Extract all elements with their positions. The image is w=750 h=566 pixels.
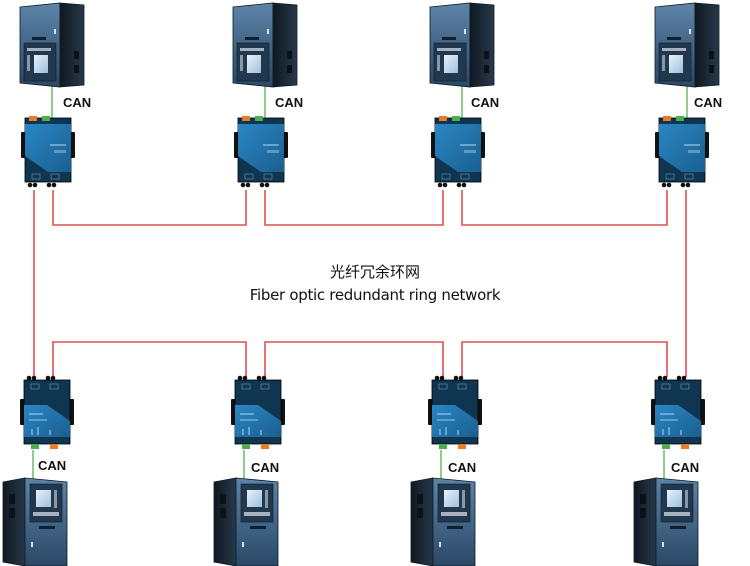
control-cabinet [213,477,279,566]
can-fiber-gateway [20,115,76,188]
control-cabinet [19,2,85,88]
fiber-link-top-3-4 [461,190,668,226]
fiber-link-bottom-1-2 [52,341,247,377]
can-label-bottom-2: CAN [251,460,280,475]
can-fiber-gateway [19,375,75,450]
can-wires [32,86,688,484]
fiber-link-bottom-2-3 [264,341,444,377]
can-fiber-gateway [230,375,286,450]
can-fiber-gateway [430,115,486,188]
can-label-top-2: CAN [275,95,304,110]
fiber-link-bottom-3-4 [461,341,668,377]
can-fiber-gateway [650,375,706,450]
control-cabinet [633,477,699,566]
can-label-bottom-3: CAN [448,460,477,475]
can-label-bottom-4: CAN [671,460,700,475]
can-fiber-gateway [654,115,710,188]
diagram-title-chinese: 光纤冗余环网 [329,263,420,281]
can-label-bottom-1: CAN [38,458,67,473]
control-cabinet [429,2,495,88]
can-label-top-4: CAN [694,95,723,110]
can-fiber-gateway [233,115,289,188]
bottom-row [2,375,706,566]
control-cabinet [654,2,720,88]
control-cabinet [410,477,476,566]
control-cabinet [232,2,298,88]
can-fiber-gateway [427,375,483,450]
top-row [19,2,720,188]
fiber-link-top-2-3 [264,190,444,226]
diagram-title-english: Fiber optic redundant ring network [249,286,501,304]
control-cabinet [2,477,68,566]
can-label-top-1: CAN [63,95,92,110]
can-label-top-3: CAN [471,95,500,110]
fiber-ring [33,190,687,377]
fiber-link-top-1-2 [52,190,247,226]
